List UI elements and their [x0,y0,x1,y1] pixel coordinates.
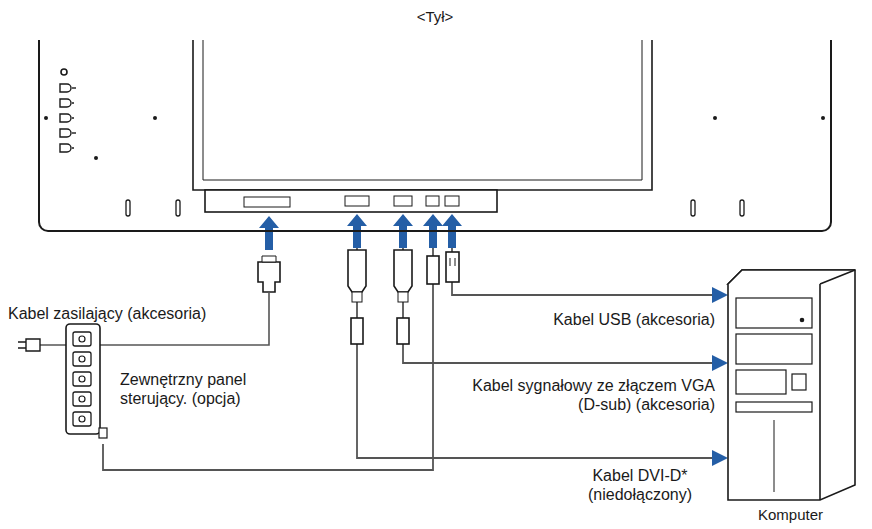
vga-port [394,196,412,206]
computer-outline [728,270,858,506]
cable-label: Kabel sygnałowy ze złączem VGA (D-sub) (… [450,376,715,414]
indicator [61,69,67,75]
monitor-rear: <Tył> [38,40,832,232]
vent-slots [126,200,744,216]
dots [44,116,825,160]
connector-strip [205,190,497,212]
cable-label: Kabel DVI-D* (niedołączony) [560,466,720,504]
dvi-plug [348,250,366,292]
cable-label: Kabel zasilający (akcesoria) [8,304,206,323]
plugs [258,250,459,344]
rear-housing-inner [203,40,642,180]
panel-outline [62,322,108,444]
node-label: Zewnętrzny panel sterujący. (opcja) [120,370,270,408]
ferrite [397,318,409,344]
control-plug [427,256,439,284]
control-panel: Zewnętrzny panel sterujący. (opcja) [62,322,108,444]
ferrite [351,318,363,344]
side-buttons [60,84,76,152]
cable-connector [452,232,728,303]
power-plug [258,262,280,292]
rear-housing [193,40,652,190]
computer: Komputer [728,270,858,506]
cable-label: Kabel USB (akcesoria) [470,310,715,329]
dvi-port [345,196,369,206]
cable-connector [403,232,728,371]
insert-arrows [259,214,462,250]
cable-connector [103,232,433,470]
usb-port [445,196,459,206]
node-label: <Tył> [40,8,830,26]
vga-plug [394,250,412,292]
control-port [426,196,439,206]
usb-plug [446,252,459,282]
node-label: Komputer [758,506,823,524]
cable-connector [357,232,728,466]
mains-plug [18,339,40,351]
power-inlet [244,197,290,207]
